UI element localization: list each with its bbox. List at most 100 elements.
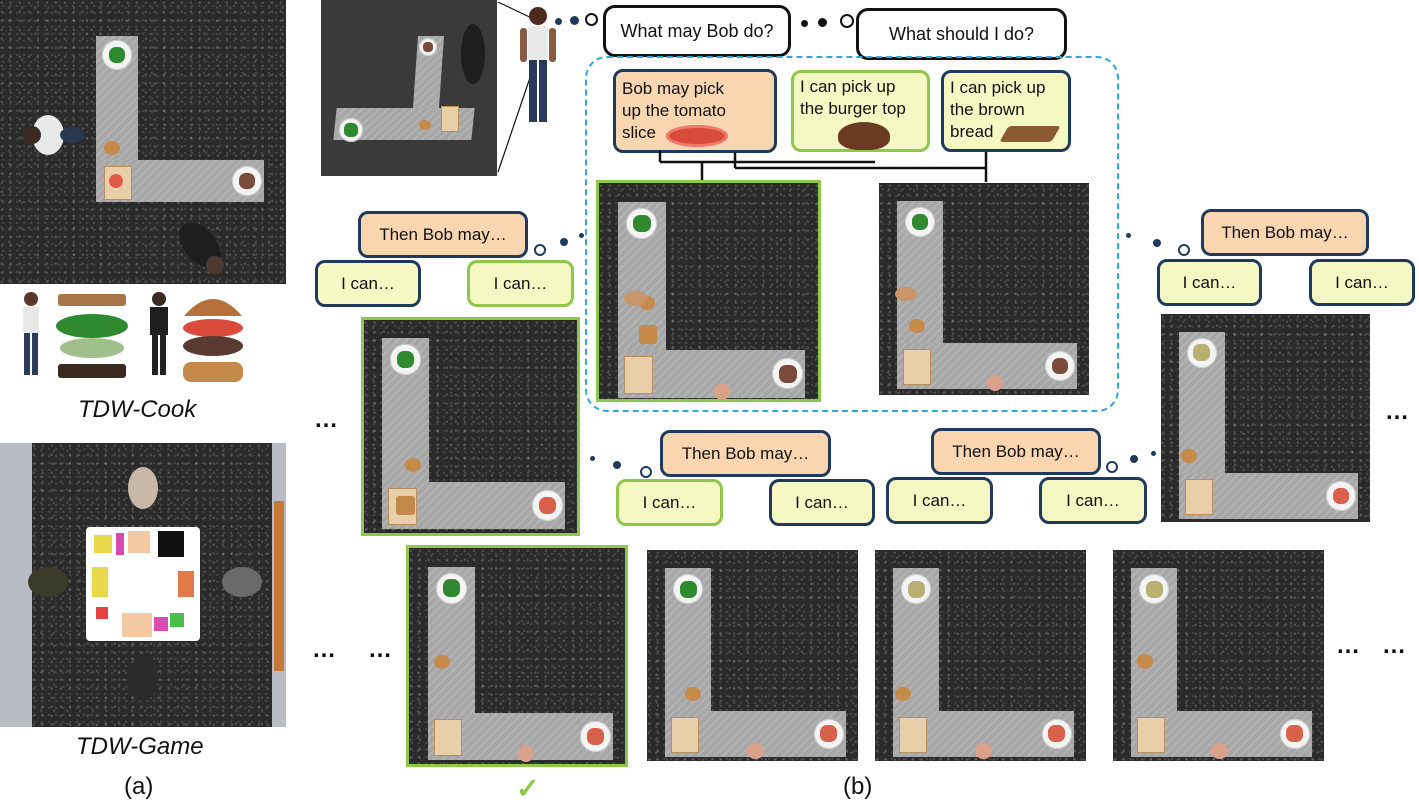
plate-top <box>1139 574 1170 605</box>
food <box>539 497 557 515</box>
cutting-board <box>903 349 931 385</box>
thought-dot <box>534 244 546 256</box>
plate-right <box>813 718 844 749</box>
plate-meat <box>419 38 437 56</box>
bun <box>685 686 702 701</box>
thought-dot <box>570 16 579 25</box>
question-me: What should I do? <box>856 8 1067 60</box>
plate-right <box>1326 481 1357 512</box>
agent-hand <box>624 291 647 307</box>
scene-alt-1 <box>647 550 858 761</box>
cutting-board <box>1137 716 1166 753</box>
thought-dot <box>585 13 598 26</box>
agent-top <box>461 24 485 84</box>
thought-dot <box>613 461 621 469</box>
cutting-board <box>624 356 654 394</box>
ellipsis-bottom-3: … <box>1336 632 1361 659</box>
thought-dot <box>560 238 568 246</box>
food <box>1193 344 1211 362</box>
cutting-board <box>899 716 928 753</box>
thought-dot <box>1106 461 1118 473</box>
i-can-mid-1: I can… <box>616 479 723 526</box>
i-can-mid-2: I can… <box>769 479 875 526</box>
ellipsis-right-mid: … <box>1385 398 1410 425</box>
food <box>911 213 929 231</box>
tomato-slice-icon <box>666 125 728 147</box>
agent-head <box>1211 742 1228 759</box>
plate-top <box>673 574 704 605</box>
food <box>820 725 838 743</box>
cutting-board <box>441 106 459 132</box>
thought-dot <box>590 456 595 461</box>
thought-dot <box>555 18 562 25</box>
food <box>586 727 604 745</box>
panel-b-label: (b) <box>843 773 873 800</box>
cutting-board <box>433 718 463 756</box>
scene-alt-3 <box>1113 550 1324 761</box>
thought-dot <box>801 20 808 27</box>
agent-head <box>987 375 1003 391</box>
plate-top <box>435 572 467 604</box>
agent-head <box>713 383 731 399</box>
thought-dot <box>1151 451 1156 456</box>
bun <box>895 686 912 701</box>
agent-head <box>975 742 992 759</box>
i-can-mid-4: I can… <box>1039 477 1147 524</box>
thought-dot <box>840 14 854 28</box>
food <box>778 365 797 383</box>
tdw-game-label: TDW-Game <box>76 733 204 760</box>
then-bob-right: Then Bob may… <box>1201 209 1369 256</box>
then-bob-mid-1: Then Bob may… <box>660 430 831 477</box>
burger-stack-1 <box>56 294 128 378</box>
scene-option-2 <box>879 183 1089 395</box>
tdw-cook-scene <box>0 0 286 284</box>
agent-hand <box>895 287 917 301</box>
plate-right <box>1279 718 1310 749</box>
agent-figure <box>23 115 84 155</box>
thought-dot <box>1130 455 1138 463</box>
bun <box>419 120 431 130</box>
plate-right <box>1045 351 1075 381</box>
player-left <box>28 567 68 597</box>
tdw-cook-label: TDW-Cook <box>78 396 197 423</box>
cutting-board <box>671 716 700 753</box>
bun <box>404 457 421 473</box>
bun <box>1137 654 1154 669</box>
option-text: Bob may pick up the tomato slice <box>622 79 726 142</box>
burger-legend <box>0 284 286 388</box>
ellipsis-bottom-2: … <box>368 636 393 663</box>
plate-top <box>626 208 658 240</box>
burger-stack-2 <box>183 299 243 382</box>
agent-figure <box>150 292 168 375</box>
question-bob: What may Bob do? <box>603 5 791 57</box>
i-can-mid-3: I can… <box>886 477 993 524</box>
ellipsis-left-mid: … <box>314 406 339 433</box>
plate-right <box>532 490 563 521</box>
bread-slice <box>396 496 415 515</box>
tomato-slice <box>109 174 123 188</box>
thought-dot <box>1178 244 1190 256</box>
food <box>907 580 925 598</box>
agent-figure <box>179 222 224 274</box>
dashed-group <box>585 56 1119 412</box>
bun <box>433 654 451 670</box>
plate-right <box>772 358 804 390</box>
bun <box>104 141 120 155</box>
player-bottom <box>128 657 158 701</box>
plate-right <box>1041 718 1072 749</box>
bob-figure <box>520 7 556 122</box>
perspective-scene <box>321 0 497 176</box>
panel-a-label: (a) <box>124 773 154 800</box>
option-text: I can pick up the brown bread <box>950 78 1046 141</box>
thought-dot <box>1126 233 1131 238</box>
then-bob-mid-2: Then Bob may… <box>931 428 1101 475</box>
tree-connectors <box>658 150 988 182</box>
food <box>397 351 415 369</box>
food <box>1145 580 1163 598</box>
agent-head <box>747 742 764 759</box>
i-can-left-1: I can… <box>315 260 421 307</box>
option-text: I can pick up the burger top <box>800 77 906 118</box>
i-can-right-2: I can… <box>1309 259 1415 306</box>
player-right <box>222 567 262 597</box>
plate-top <box>1186 337 1217 368</box>
